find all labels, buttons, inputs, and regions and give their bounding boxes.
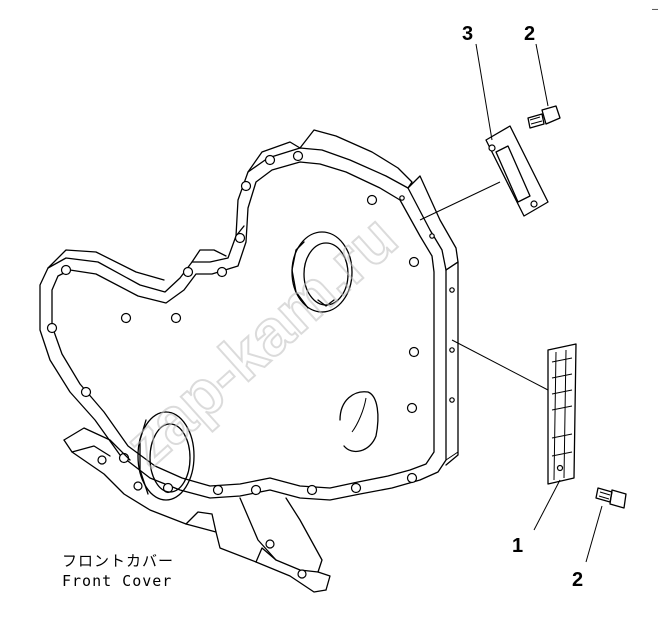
callout-part-3: 3 bbox=[462, 23, 473, 45]
watermark: zap-kam.ru bbox=[110, 200, 411, 482]
lower-seal-boss bbox=[137, 411, 195, 501]
caption-japanese: フロントカバー bbox=[62, 552, 174, 570]
mounting-foot bbox=[63, 427, 331, 593]
flange-bolt-holes bbox=[46, 150, 455, 496]
center-bump bbox=[339, 391, 379, 453]
corner-mark: ‒ bbox=[652, 4, 659, 15]
upper-seal-boss bbox=[291, 231, 353, 313]
part-2-bolt-lower bbox=[585, 487, 627, 563]
callout-part-2-bottom: 2 bbox=[572, 569, 583, 591]
caption-english: Front Cover bbox=[62, 572, 172, 590]
callout-part-1: 1 bbox=[512, 535, 523, 557]
watermark-text: zap-kam.ru bbox=[111, 201, 410, 481]
callout-part-2-top: 2 bbox=[524, 23, 535, 45]
part-1-nameplate bbox=[451, 339, 577, 531]
part-3-plate bbox=[419, 43, 549, 221]
part-2-bolt-upper bbox=[527, 43, 561, 129]
